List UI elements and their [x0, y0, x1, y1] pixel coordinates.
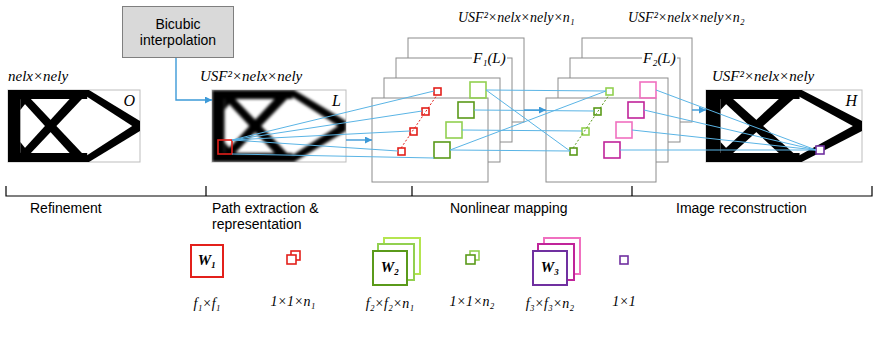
feature-stack-2 — [546, 38, 692, 182]
feature-stack: USF²×nelx×nely×n₁F₁(L) — [372, 10, 524, 182]
size-label: USF²×nelx×nely×n₂ — [628, 10, 745, 26]
mapping-lines — [232, 90, 816, 158]
stage-bracket-part — [206, 186, 632, 196]
feature-stack-1-part — [372, 98, 488, 182]
image-letter: L — [331, 92, 342, 110]
size-label: USF²×nelx×nely — [712, 68, 814, 85]
patch-squares-part — [401, 95, 437, 148]
feature-label: F₁(L) — [472, 50, 507, 67]
filter-box: W₁f₁×f₁ — [190, 244, 224, 278]
patch-squares-part — [434, 88, 441, 95]
mapping-lines-part — [232, 111, 422, 140]
patch-squares-part — [616, 122, 632, 138]
connector-arrow — [524, 109, 546, 110]
image-h-part — [706, 90, 862, 162]
filter-size-label: f₃×f₃×n₂ — [526, 296, 574, 312]
image-letter: H — [844, 92, 858, 110]
patch-squares — [398, 82, 656, 158]
filter-box: W₂f₂×f₂×n₁ — [372, 250, 408, 286]
stage-label: Path extraction & representation — [212, 200, 352, 232]
mapping-lines-part — [656, 90, 816, 150]
unit-filters — [287, 251, 628, 264]
image-frame: nelx×nelyO — [8, 90, 140, 162]
patch-squares-part — [570, 148, 577, 155]
weight-label: W₂ — [381, 259, 400, 276]
image-letter: O — [122, 92, 136, 110]
process-label: Bicubic interpolation — [129, 16, 227, 48]
feature-label: F₂(L) — [642, 50, 677, 67]
mapping-lines-part — [644, 110, 816, 150]
filter-size-label: 1×1×n₁ — [271, 294, 316, 310]
image-l-part — [218, 140, 232, 154]
stage-bracket — [6, 186, 872, 196]
patch-squares-part — [398, 148, 405, 155]
size-label: USF²×nelx×nely — [200, 68, 302, 85]
patch-squares-part — [628, 102, 644, 118]
mapping-lines-part — [232, 154, 434, 158]
image-h-part — [816, 146, 824, 154]
filter-size-label: f₂×f₂×n₁ — [366, 296, 414, 312]
mapping-lines-part — [450, 150, 570, 151]
mapping-lines-part — [462, 130, 582, 131]
image-o-part — [8, 90, 140, 162]
patch-squares-part — [640, 82, 656, 98]
mapping-lines-part — [450, 91, 606, 150]
size-label: nelx×nely — [8, 68, 68, 85]
weight-label: W₃ — [541, 259, 560, 276]
filter-size-label: f₁×f₁ — [194, 296, 221, 312]
connector-arrow — [692, 109, 706, 110]
patch-squares-part — [604, 142, 620, 158]
image-h — [706, 90, 862, 162]
weight-label: W₁ — [198, 252, 217, 269]
mapping-lines-part — [620, 150, 816, 151]
patch-squares-part — [470, 82, 486, 98]
filter-size-label: 1×1 — [612, 294, 635, 310]
mapping-lines-part — [474, 110, 594, 111]
patch-squares-part — [594, 108, 601, 115]
patch-squares-part — [446, 122, 462, 138]
connector-arrow — [346, 139, 372, 140]
filter-size-label: 1×1×n₂ — [450, 294, 495, 310]
patch-squares-part — [458, 102, 474, 118]
filter-box: W₃f₃×f₃×n₂ — [532, 250, 568, 286]
stage-label: Nonlinear mapping — [450, 200, 568, 216]
image-o — [8, 90, 140, 162]
unit-filters-part — [620, 256, 628, 264]
stage-bracket-part — [6, 186, 872, 196]
image-o-part — [8, 90, 140, 162]
image-frame: USF²×nelx×nelyH — [706, 90, 862, 162]
stage-label: Refinement — [30, 200, 102, 216]
patch-squares-part — [434, 142, 450, 158]
process-box: Bicubic interpolation — [122, 6, 234, 58]
mapping-lines-part — [486, 90, 606, 91]
unit-filters-part — [466, 255, 475, 264]
image-h-part — [706, 90, 862, 162]
size-label: USF²×nelx×nely×n₁ — [458, 10, 575, 26]
mapping-lines-part — [232, 140, 398, 151]
feature-stack: USF²×nelx×nely×n₂F₂(L) — [546, 10, 692, 182]
patch-squares-part — [606, 88, 613, 95]
unit-filters-part — [287, 255, 296, 264]
patch-squares-part — [422, 108, 429, 115]
patch-squares-part — [573, 95, 609, 148]
stage-label: Image reconstruction — [676, 200, 807, 216]
mapping-lines-part — [232, 91, 434, 140]
image-frame: USF²×nelx×nelyL — [212, 90, 346, 162]
